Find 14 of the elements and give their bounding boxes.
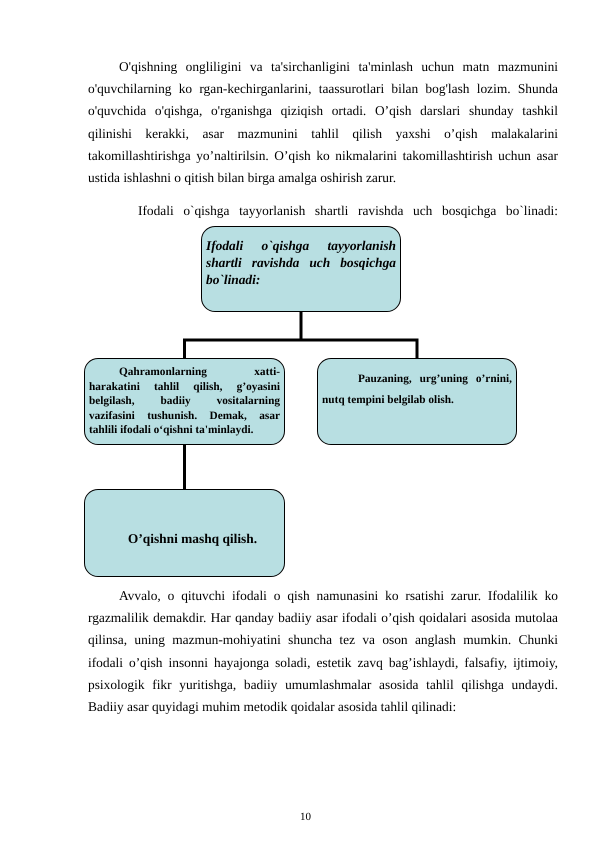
intro-sentence: Ifodali o`qishga tayyorlanish shartli ravishda uch bosqichga bo`linadi:: [137, 202, 558, 220]
rounded-box: [84, 489, 285, 577]
rounded-box: [84, 358, 285, 445]
box-text: Qahramonlarning xatti-harakatini tahlil qilish, g’oyasini belgilash, badiiy vositalarning vazifasini tushunish. Demak, asar tahlili ifodali o‘qishni ta'minlaydi.: [89, 365, 280, 438]
box-text: Ifodali o`qishga tayyorlanish shartli ravishda uch bosqichga bo`linadi:: [206, 237, 396, 288]
body-paragraph: Avvalo, o qituvchi ifodali o qish namunasini ko rsatishi zarur. Ifodalilik ko rgazmalilik demakdir. Har qanday badiiy asar ifodali o’qish qoidalari asosida mutolaa qilinsa, uning mazmun-mohiyatini shuncha tez va oson anglash mumkin. Chunki ifodali o’qish insonni hayajonga soladi, estetik zavq bag’ishlaydi, falsafiy, ijtimoiy, psixologik fikr yuritishga, badiiy umumlashmalar asosida tahlil qilishga undaydi. Badiiy asar quyidagi muhim metodik qoidalar asosida tahlil qilinadi:: [88, 587, 558, 716]
connector-line: [183, 445, 186, 489]
box-text: Pauzaning, urg’uning o’rnini, nutq tempini belgilab olish.: [322, 372, 512, 408]
rounded-box: [201, 226, 401, 312]
page-number: 10: [300, 810, 311, 825]
box-text: O’qishni mashq qilish.: [126, 532, 258, 546]
connector-line: [300, 312, 418, 358]
body-paragraph: O'qishning ongliligini va ta'sirchanligini ta'minlash uchun matn mazmunini o'quvchilarning ko rgan-kechirganlarini, taassurotlari bilan bog'lash lozim. Shunda o'quvchida o'qishga, o'rganishga qiziqish ortadi. O’qish darslari shunday tashkil qilinishi kerakki, asar mazmunini tahlil qilish yaxshi o’qish malakalarini takomillashtirishga yo’naltirilsin. O’qish ko nikmalarini takomillashtirish uchun asar ustida ishlashni o qitish bilan birga amalga oshirish zarur.: [88, 58, 558, 188]
rounded-box: [317, 358, 517, 445]
